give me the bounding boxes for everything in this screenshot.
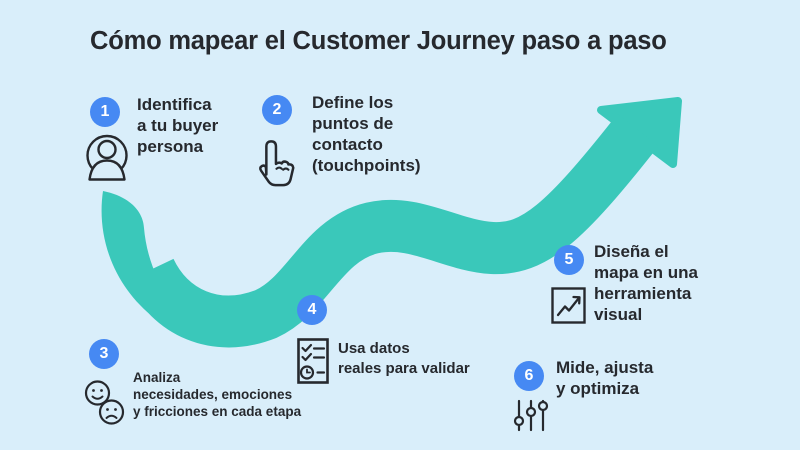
step-5-line: herramienta — [594, 284, 692, 303]
step-2-line: puntos de — [312, 114, 394, 133]
step-3-text: Analiza necesidades, emociones y friccio… — [133, 369, 301, 420]
step-5-badge: 5 — [554, 245, 584, 275]
person-in-circle-icon — [86, 134, 128, 181]
step-2-badge: 2 — [262, 95, 292, 125]
step-2-number: 2 — [272, 101, 282, 118]
step-6-line: Mide, ajusta — [556, 358, 654, 377]
hand-pointer-icon — [259, 140, 295, 187]
step-3-line: necesidades, emociones — [133, 387, 293, 402]
step-6-number: 6 — [524, 367, 534, 384]
step-3-line: y fricciones en cada etapa — [133, 404, 302, 419]
step-5-line: visual — [594, 305, 643, 324]
step-5-text: Diseña el mapa en una herramienta visual — [594, 241, 698, 325]
step-1-line: persona — [137, 137, 204, 156]
step-1-line: Identifica — [137, 95, 212, 114]
step-3-badge: 3 — [89, 339, 119, 369]
page-title: Cómo mapear el Customer Journey paso a p… — [90, 27, 667, 55]
step-3-number: 3 — [99, 345, 109, 362]
step-2-line: Define los — [312, 93, 394, 112]
emotions-faces-icon — [84, 380, 125, 425]
step-5-line: mapa en una — [594, 263, 698, 282]
arrow-tail — [101, 191, 231, 339]
step-4-text: Usa datos reales para validar — [338, 339, 470, 379]
step-6-badge: 6 — [514, 361, 544, 391]
arrow-shaft — [126, 113, 659, 348]
step-3-line: Analiza — [133, 370, 181, 385]
step-5-number: 5 — [564, 251, 574, 268]
step-1-line: a tu buyer — [137, 116, 219, 135]
step-5-line: Diseña el — [594, 242, 669, 261]
line-chart-icon — [551, 287, 586, 324]
step-2-line: (touchpoints) — [312, 156, 421, 175]
step-4-line: Usa datos — [338, 340, 410, 357]
sliders-icon — [513, 399, 549, 432]
step-1-number: 1 — [100, 103, 110, 120]
step-2-line: contacto — [312, 135, 383, 154]
step-6-line: y optimiza — [556, 379, 640, 398]
step-4-number: 4 — [307, 301, 317, 318]
step-4-badge: 4 — [297, 295, 327, 325]
step-1-text: Identifica a tu buyer persona — [137, 94, 218, 157]
checklist-clock-icon — [297, 338, 329, 384]
step-1-badge: 1 — [90, 97, 120, 127]
step-2-text: Define los puntos de contacto (touchpoin… — [312, 92, 421, 176]
step-6-text: Mide, ajusta y optimiza — [556, 357, 653, 399]
step-4-line: reales para validar — [338, 360, 470, 377]
